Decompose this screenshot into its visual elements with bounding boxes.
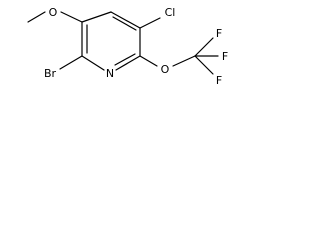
bond-c6-n-inner	[114, 53, 136, 66]
bond-n-c2	[81, 55, 105, 71]
bond-o-cf3	[172, 55, 196, 67]
atom-bromine: Br	[44, 67, 57, 80]
atom-fluorine-3: F	[216, 74, 222, 87]
atom-labels: O Cl Br N O F F F	[44, 6, 228, 87]
bond-lines	[27, 11, 219, 75]
atom-ring-nitrogen: N	[106, 67, 114, 80]
bond-o-ch3	[27, 11, 46, 23]
bond-c2-br	[59, 55, 83, 70]
bond-c3-o	[60, 11, 83, 23]
bond-c4-c5-inner	[112, 16, 137, 31]
bond-cf3-f3	[194, 55, 214, 75]
atom-chlorine: Cl	[165, 6, 176, 19]
bond-c3-c4	[81, 11, 112, 23]
bond-cf3-f1	[194, 37, 214, 57]
bond-c6-n	[115, 55, 141, 71]
bond-c4-c5	[110, 11, 141, 29]
structure-diagram: O Cl Br N O F F F	[27, 6, 228, 87]
atom-ether-oxygen: O	[161, 63, 170, 76]
atom-fluorine-1: F	[216, 27, 222, 40]
atom-fluorine-2: F	[222, 50, 228, 63]
bond-c5-cl	[139, 17, 161, 29]
bond-c6-o	[139, 55, 158, 67]
atom-methoxy-oxygen: O	[49, 6, 58, 19]
